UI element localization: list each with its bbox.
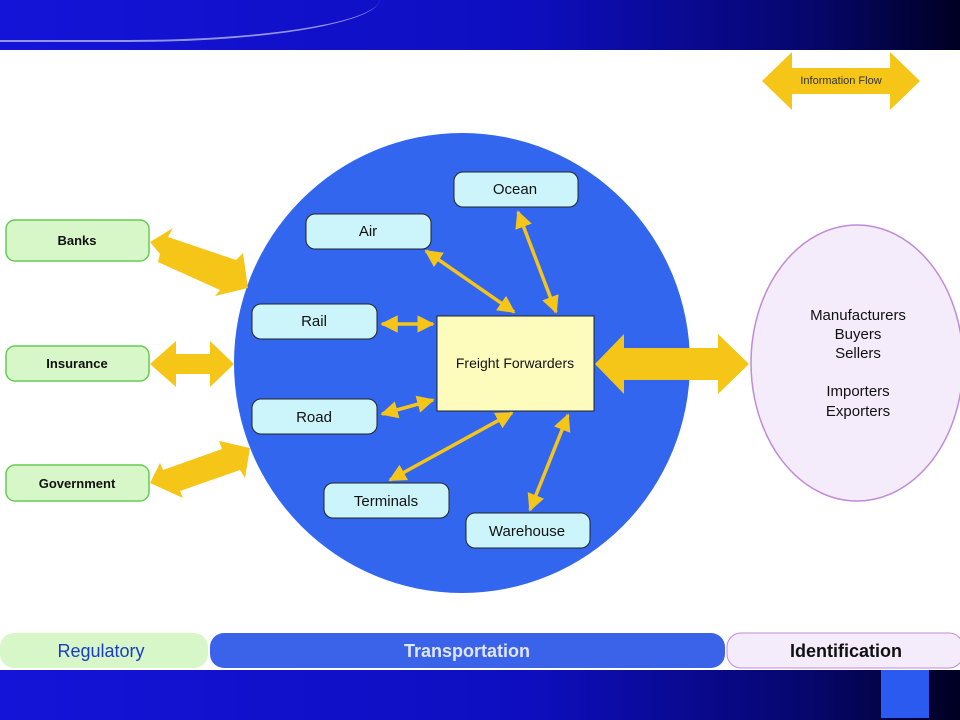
oval-line-importers: Importers [826, 383, 889, 400]
arrow-warehouse [527, 413, 571, 512]
oval-line-manufacturers: Manufacturers [810, 307, 906, 324]
top-banner [0, 0, 960, 50]
banner-swoosh [0, 0, 380, 42]
air-label: Air [359, 223, 377, 240]
oval-line-sellers: Sellers [835, 345, 881, 362]
banner-square [881, 670, 929, 718]
ocean-label: Ocean [493, 181, 537, 198]
box-air[interactable]: Air [305, 213, 432, 250]
oval-line-exporters: Exporters [826, 403, 890, 420]
box-ocean[interactable]: Ocean [453, 171, 579, 208]
arrow-terminals [388, 411, 514, 482]
box-road[interactable]: Road [251, 398, 378, 435]
transportation-label: Transportation [404, 641, 530, 661]
tab-identification[interactable]: Identification [726, 632, 960, 669]
box-terminals[interactable]: Terminals [323, 482, 450, 519]
bottom-banner [0, 670, 960, 720]
legend-double-arrow [762, 52, 920, 110]
trade-parties-oval[interactable]: Manufacturers Buyers Sellers Importers E… [750, 224, 960, 502]
insurance-label: Insurance [46, 356, 107, 371]
arrow-air [424, 249, 516, 314]
arrow-ocean [515, 210, 559, 314]
freight-diagram: Information Flow Banks Insurance Governm… [0, 52, 960, 669]
government-label: Government [39, 476, 116, 491]
arrow-insurance [150, 341, 234, 387]
tab-transportation[interactable]: Transportation [210, 633, 725, 668]
identification-label: Identification [790, 641, 902, 661]
arrow-road [380, 395, 435, 419]
warehouse-label: Warehouse [489, 523, 565, 540]
tab-regulatory[interactable]: Regulatory [0, 633, 208, 668]
terminals-label: Terminals [354, 493, 418, 510]
arrow-trade-parties [595, 334, 749, 394]
freight-forwarders-label: Freight Forwarders [456, 355, 574, 371]
banks-label: Banks [57, 233, 96, 248]
box-rail[interactable]: Rail [251, 303, 378, 340]
oval-line-buyers: Buyers [835, 326, 882, 343]
road-label: Road [296, 409, 332, 426]
box-insurance[interactable]: Insurance [5, 345, 150, 382]
box-government[interactable]: Government [5, 464, 150, 502]
box-warehouse[interactable]: Warehouse [465, 512, 591, 549]
box-freight-forwarders[interactable]: Freight Forwarders [436, 315, 595, 412]
arrow-government [150, 441, 250, 498]
legend-label: Information Flow [800, 75, 881, 87]
arrow-banks [150, 228, 248, 296]
rail-label: Rail [301, 313, 327, 330]
information-flow-legend: Information Flow [762, 52, 920, 110]
box-banks[interactable]: Banks [5, 219, 150, 262]
regulatory-label: Regulatory [57, 641, 144, 661]
